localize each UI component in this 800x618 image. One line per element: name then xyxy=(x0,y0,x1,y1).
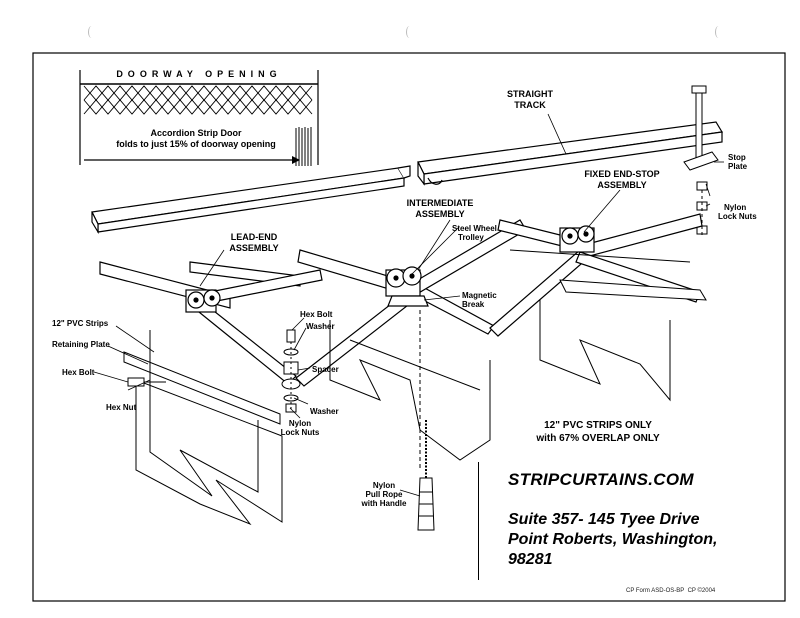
company-address: Suite 357- 145 Tyee Drive Point Roberts,… xyxy=(508,510,717,570)
pull-rope xyxy=(417,420,435,531)
leader-lines xyxy=(93,113,724,497)
stop-plate-bolt xyxy=(683,85,719,238)
carrier-arms xyxy=(99,213,703,387)
label-pull-rope-3: with Handle xyxy=(361,499,407,508)
label-intermediate-2: ASSEMBLY xyxy=(415,209,464,219)
address-line-2: Point Roberts, Washington, xyxy=(508,531,718,548)
address-line-1: Suite 357- 145 Tyee Drive xyxy=(508,511,700,528)
label-lead-end-2: ASSEMBLY xyxy=(229,243,278,253)
company-website: STRIPCURTAINS.COM xyxy=(508,470,694,489)
hardware-stack xyxy=(281,329,301,413)
label-magnetic-break-1: Magnetic xyxy=(462,291,497,300)
label-spacer: Spacer xyxy=(312,365,339,374)
doorway-heading: DOORWAY OPENING xyxy=(116,69,281,79)
doorway-caption-1: Accordion Strip Door xyxy=(150,128,241,138)
label-intermediate-1: INTERMEDIATE xyxy=(407,198,474,208)
label-nylon-lock-nuts-left-1: Nylon xyxy=(289,419,311,428)
label-washer-bottom: Washer xyxy=(310,407,339,416)
footer-copyright: CP ©2004 xyxy=(687,588,716,594)
pvc-strips-right xyxy=(509,249,707,402)
label-hex-nut: Hex Nut xyxy=(106,403,137,412)
label-straight-track-1: STRAIGHT xyxy=(507,89,554,99)
trolley-lead xyxy=(185,289,221,313)
footer: CP Form ASD-OS-BP CP ©2004 xyxy=(626,588,715,594)
doorway-caption-2: folds to just 15% of doorway opening xyxy=(116,139,276,149)
label-washer-top: Washer xyxy=(306,322,335,331)
label-fixed-end-stop-1: FIXED END-STOP xyxy=(584,169,659,179)
company-info-panel xyxy=(478,458,784,584)
trolley-fixed-end xyxy=(559,225,595,253)
label-hex-bolt-mid: Hex Bolt xyxy=(300,310,333,319)
label-stop-plate-2: Plate xyxy=(728,162,748,171)
trolley-intermediate xyxy=(385,266,429,307)
page-border xyxy=(32,52,786,602)
binder-hole-mark xyxy=(715,26,722,38)
label-steel-wheel-1: Steel Wheel xyxy=(452,224,497,233)
label-magnetic-break-2: Break xyxy=(462,300,485,309)
label-pull-rope-2: Pull Rope xyxy=(366,490,403,499)
doorway-inset: DOORWAY OPENING Accordion Strip Door fol… xyxy=(79,69,319,166)
footer-form: CP Form ASD-OS-BP xyxy=(626,588,685,594)
binder-hole-mark xyxy=(406,26,413,38)
label-nylon-lock-nuts-right-2: Lock Nuts xyxy=(718,212,757,221)
pvc-strips-left xyxy=(123,330,283,526)
label-stop-plate-1: Stop xyxy=(728,153,746,162)
track-straight xyxy=(417,121,723,186)
label-overlap-note-2: with 67% OVERLAP ONLY xyxy=(535,433,660,444)
label-hex-bolt-left: Hex Bolt xyxy=(62,368,95,377)
label-pull-rope-1: Nylon xyxy=(373,481,395,490)
label-overlap-note-1: 12" PVC STRIPS ONLY xyxy=(544,420,652,431)
label-lead-end-1: LEAD-END xyxy=(231,232,278,242)
label-nylon-lock-nuts-left-2: Lock Nuts xyxy=(281,428,320,437)
panel-divider xyxy=(478,462,479,580)
label-fixed-end-stop-2: ASSEMBLY xyxy=(597,180,646,190)
track-left xyxy=(91,165,411,235)
label-straight-track-2: TRACK xyxy=(514,100,546,110)
label-retaining-plate: Retaining Plate xyxy=(52,340,110,349)
label-steel-wheel-2: Trolley xyxy=(458,233,484,242)
label-nylon-lock-nuts-right-1: Nylon xyxy=(724,203,746,212)
pvc-strips-center xyxy=(329,310,491,470)
address-line-3: 98281 xyxy=(508,551,553,568)
binder-hole-mark xyxy=(88,26,95,38)
label-pvc-strips: 12" PVC Strips xyxy=(52,319,109,328)
